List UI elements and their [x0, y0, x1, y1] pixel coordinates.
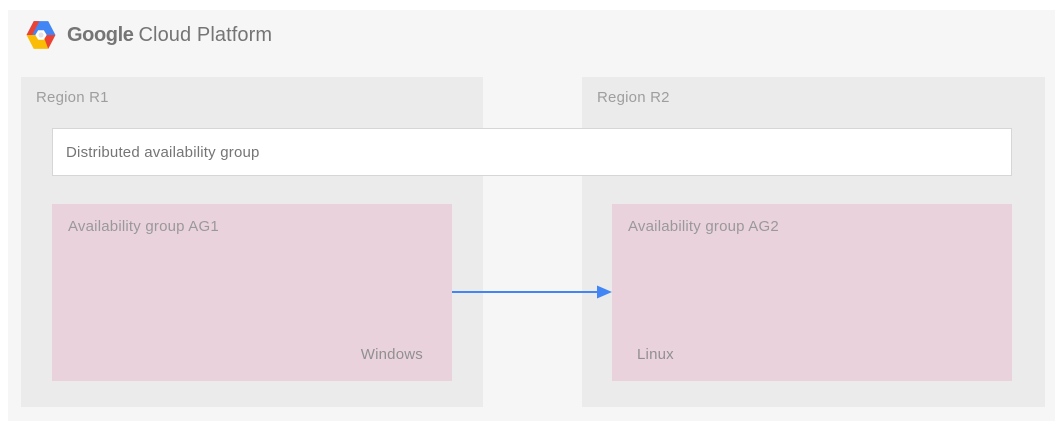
availability-group-ag2-box: Availability group AG2 Linux — [612, 204, 1012, 381]
google-cloud-platform-logo-icon — [26, 21, 56, 49]
availability-group-ag1-box: Availability group AG1 Windows — [52, 204, 452, 381]
region-r1-label: Region R1 — [36, 89, 109, 106]
ag1-os-label-windows: Windows — [360, 346, 423, 363]
replication-arrow-icon — [452, 285, 612, 299]
distributed-availability-group-label: Distributed availability group — [66, 143, 260, 161]
distributed-availability-group-box: Distributed availability group — [52, 128, 1012, 176]
brand-cloud-platform: Cloud Platform — [138, 23, 273, 46]
ag2-os-label-linux: Linux — [637, 346, 674, 363]
region-r1-box: Region R1 Availability group AG1 Windows — [21, 77, 483, 407]
brand-google: Google — [67, 23, 134, 46]
region-r2-box: Region R2 Availability group AG2 Linux — [582, 77, 1045, 407]
availability-group-ag1-label: Availability group AG1 — [68, 218, 219, 235]
region-r2-label: Region R2 — [597, 89, 670, 106]
availability-group-ag2-label: Availability group AG2 — [628, 218, 779, 235]
